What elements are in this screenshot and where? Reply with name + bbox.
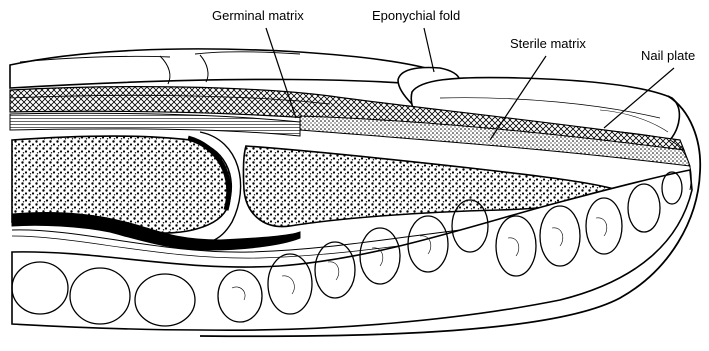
label-sterile-matrix: Sterile matrix — [510, 36, 586, 52]
leader-eponychial-fold — [424, 28, 434, 72]
label-eponychial-fold: Eponychial fold — [372, 8, 460, 24]
dorsal-skin — [10, 49, 440, 88]
label-nail-plate: Nail plate — [641, 48, 695, 64]
extensor-tendon — [10, 113, 300, 136]
label-germinal-matrix: Germinal matrix — [212, 8, 304, 24]
